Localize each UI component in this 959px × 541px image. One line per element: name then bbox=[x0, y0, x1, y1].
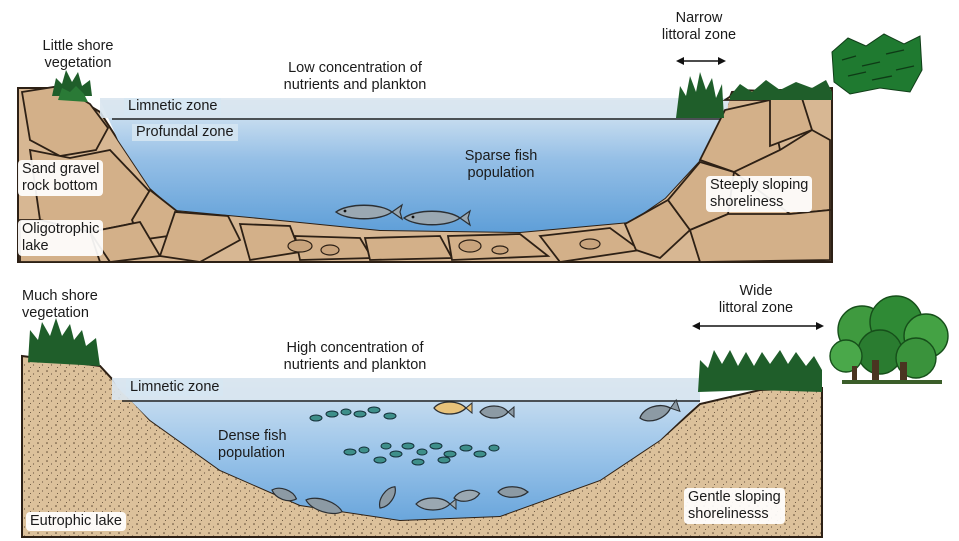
dense-fish-label: Dense fish population bbox=[218, 428, 287, 462]
oligotrophic-lake-label: Oligotrophic lake bbox=[18, 220, 103, 256]
limnetic-zone-label-bottom: Limnetic zone bbox=[126, 379, 223, 396]
narrow-littoral-label: Narrow littoral zone bbox=[648, 10, 750, 44]
wide-littoral-vegetation-icon bbox=[698, 350, 822, 392]
limnetic-zone-label: Limnetic zone bbox=[124, 98, 221, 115]
wide-littoral-label: Wide littoral zone bbox=[696, 283, 816, 317]
much-shore-vegetation-icon bbox=[28, 318, 100, 366]
much-shore-vegetation-label: Much shore vegetation bbox=[22, 288, 98, 322]
wide-littoral-arrow bbox=[692, 322, 824, 330]
eutrophic-lake-label: Eutrophic lake bbox=[26, 512, 126, 531]
narrow-littoral-vegetation-icon bbox=[676, 72, 724, 118]
sparse-fish-label: Sparse fish population bbox=[446, 148, 556, 182]
bank-grass-icon bbox=[730, 80, 832, 100]
steep-shore-label: Steeply sloping shoreliness bbox=[706, 176, 812, 212]
distant-trees-icon bbox=[832, 34, 922, 94]
profundal-zone-label: Profundal zone bbox=[132, 124, 238, 141]
narrow-littoral-arrow bbox=[676, 57, 726, 65]
high-concentration-label: High concentration of nutrients and plan… bbox=[260, 340, 450, 374]
little-shore-vegetation-label: Little shore vegetation bbox=[22, 38, 134, 72]
gentle-shore-label: Gentle sloping shorelinesss bbox=[684, 488, 785, 524]
eutrophic-lake-panel bbox=[22, 296, 948, 537]
tree-cluster-icon bbox=[830, 296, 948, 384]
low-concentration-label: Low concentration of nutrients and plank… bbox=[262, 60, 448, 94]
sand-gravel-label: Sand gravel rock bottom bbox=[18, 160, 103, 196]
